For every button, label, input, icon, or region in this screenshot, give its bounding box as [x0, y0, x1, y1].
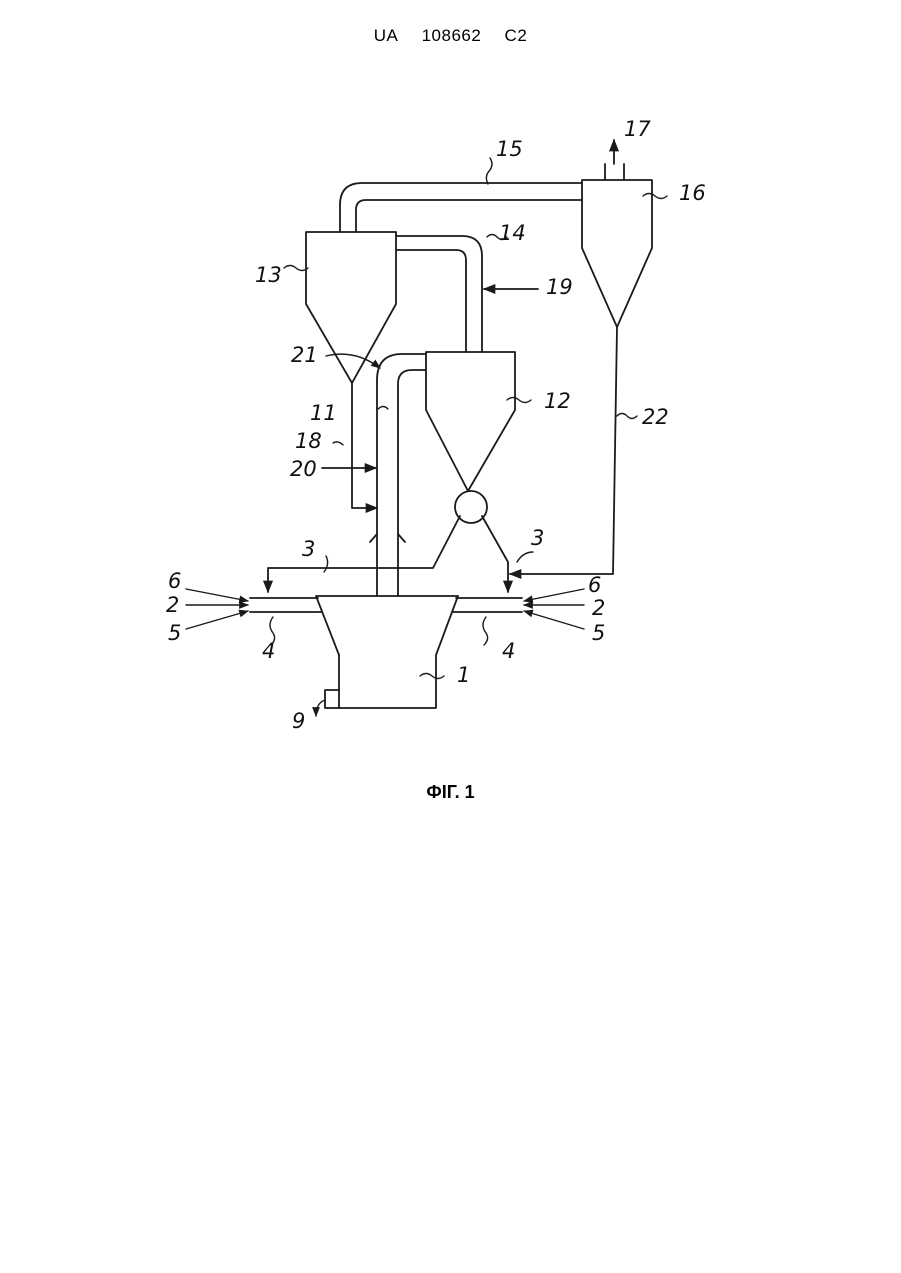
- label-2-right: 2: [592, 596, 605, 620]
- reference-labels: 1 2 2 3 3 4 4 5 5 6 6 9 11 12 13 14 15 1…: [166, 117, 706, 733]
- label-19: 19: [546, 275, 573, 299]
- label-12: 12: [544, 389, 571, 413]
- cyclone-16: [582, 164, 652, 327]
- label-21: 21: [291, 343, 318, 367]
- label-16: 16: [679, 181, 706, 205]
- label-22: 22: [642, 405, 669, 429]
- label-13: 13: [255, 263, 282, 287]
- arrow-5-left: [186, 611, 248, 629]
- label-4-left: 4: [262, 639, 275, 663]
- arrow-5-right: [524, 611, 584, 629]
- riser-11: [370, 354, 426, 596]
- figure-caption: ФІГ. 1: [0, 782, 901, 803]
- label-9: 9: [292, 709, 305, 733]
- line-3-left: [268, 516, 460, 592]
- label-2-left: 2: [166, 593, 179, 617]
- line-3-right: [482, 516, 508, 592]
- label-5-right: 5: [592, 621, 605, 645]
- vessel-1: [316, 596, 458, 708]
- label-14: 14: [499, 221, 526, 245]
- label-20: 20: [290, 457, 317, 481]
- pipe-14: [396, 236, 482, 352]
- arrow-9: [316, 700, 325, 716]
- label-3-right: 3: [531, 526, 544, 550]
- arrow-21: [326, 354, 380, 368]
- inlet-pipe-right: [452, 598, 522, 612]
- label-1: 1: [457, 663, 470, 687]
- arrow-6-right: [524, 589, 584, 601]
- label-15: 15: [496, 137, 523, 161]
- cyclone-12: [426, 352, 515, 523]
- label-18: 18: [295, 429, 322, 453]
- label-6-right: 6: [588, 573, 601, 597]
- label-3-left: 3: [302, 537, 315, 561]
- label-5-left: 5: [168, 621, 181, 645]
- label-4-right: 4: [502, 639, 515, 663]
- inlet-pipe-left: [250, 598, 322, 612]
- line-18: [352, 383, 377, 508]
- arrow-6-left: [186, 589, 248, 601]
- label-11: 11: [310, 401, 337, 425]
- pipe-15: [340, 183, 582, 232]
- label-17: 17: [624, 117, 651, 141]
- line-22: [510, 327, 617, 574]
- label-6-left: 6: [168, 569, 181, 593]
